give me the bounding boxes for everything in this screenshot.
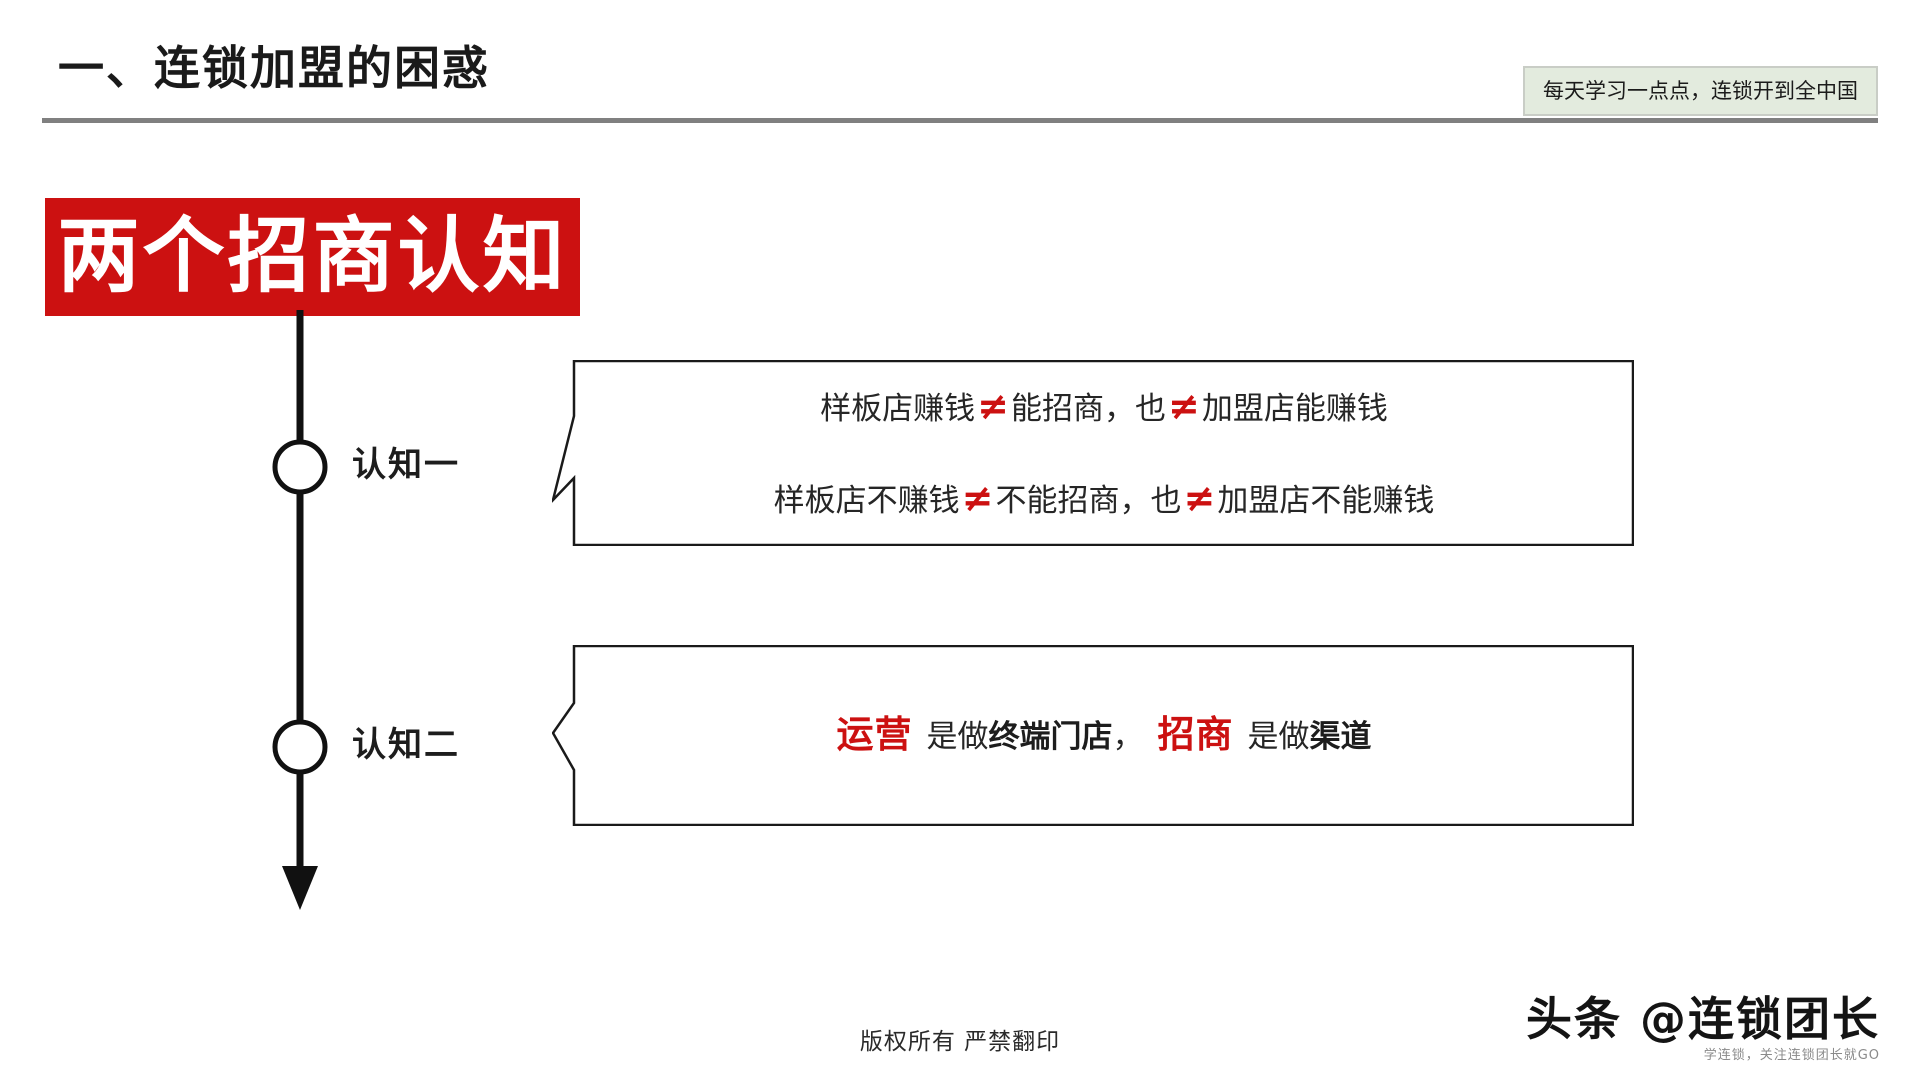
- text-segment: 不能招商，也: [995, 482, 1182, 519]
- text-segment: 加盟店能赚钱: [1201, 390, 1388, 427]
- callout-cognition-two: 运营是做终端门店，招商是做渠道: [552, 645, 1634, 826]
- title-divider: [42, 118, 1878, 123]
- callout-two-line-1: 运营是做终端门店，招商是做渠道: [614, 713, 1594, 757]
- text-segment: 加盟店不能赚钱: [1217, 482, 1435, 519]
- watermark-subtitle: 学连锁，关注连锁团长就GO: [1703, 1048, 1880, 1063]
- timeline-spine: [272, 310, 328, 910]
- text-segment: 是做: [926, 718, 989, 755]
- timeline-node-2[interactable]: [272, 719, 328, 775]
- timeline-node-1[interactable]: [272, 439, 328, 495]
- footer-copyright: 版权所有 严禁翻印: [859, 1029, 1061, 1055]
- not-equal-icon: ≠: [977, 383, 1009, 428]
- callout-cognition-one: 样板店赚钱≠能招商，也≠加盟店能赚钱 样板店不赚钱≠不能招商，也≠加盟店不能赚钱: [552, 360, 1634, 546]
- callout-one-outline: [552, 360, 1634, 546]
- text-segment-bold: 终端门店: [988, 718, 1113, 755]
- not-equal-icon: ≠: [1183, 475, 1216, 520]
- not-equal-icon: ≠: [1168, 383, 1200, 428]
- watermark-title: 头条 @连锁团长: [1525, 992, 1880, 1046]
- text-segment: 样板店不赚钱: [773, 482, 960, 519]
- watermark: 头条 @连锁团长 学连锁，关注连锁团长就GO: [1526, 996, 1880, 1062]
- text-segment: ，: [1112, 718, 1144, 755]
- text-segment-bold: 渠道: [1309, 718, 1372, 755]
- hero-red-block-label: 两个招商认知: [57, 209, 568, 304]
- text-segment: 能招商，也: [1011, 390, 1166, 427]
- page-title: 一、连锁加盟的困惑: [58, 41, 490, 95]
- timeline-node-label-1: 认知一: [352, 445, 460, 485]
- callout-one-line-2: 样板店不赚钱≠不能招商，也≠加盟店不能赚钱: [614, 476, 1594, 522]
- tagline-badge: 每天学习一点点，连锁开到全中国: [1523, 66, 1878, 116]
- timeline-node-label-2: 认知二: [352, 725, 460, 765]
- hero-red-block: 两个招商认知: [45, 198, 580, 316]
- keyword-franchising: 招商: [1157, 712, 1234, 756]
- callout-one-text: 样板店赚钱≠能招商，也≠加盟店能赚钱 样板店不赚钱≠不能招商，也≠加盟店不能赚钱: [574, 360, 1634, 545]
- text-segment: 样板店赚钱: [820, 390, 976, 427]
- text-segment: 是做: [1247, 718, 1310, 755]
- not-equal-icon: ≠: [961, 475, 994, 520]
- callout-one-line-1: 样板店赚钱≠能招商，也≠加盟店能赚钱: [614, 384, 1594, 430]
- callout-two-text: 运营是做终端门店，招商是做渠道: [574, 645, 1634, 825]
- down-arrow-icon: [282, 866, 318, 910]
- keyword-operations: 运营: [836, 712, 913, 756]
- callout-two-outline: [552, 645, 1634, 826]
